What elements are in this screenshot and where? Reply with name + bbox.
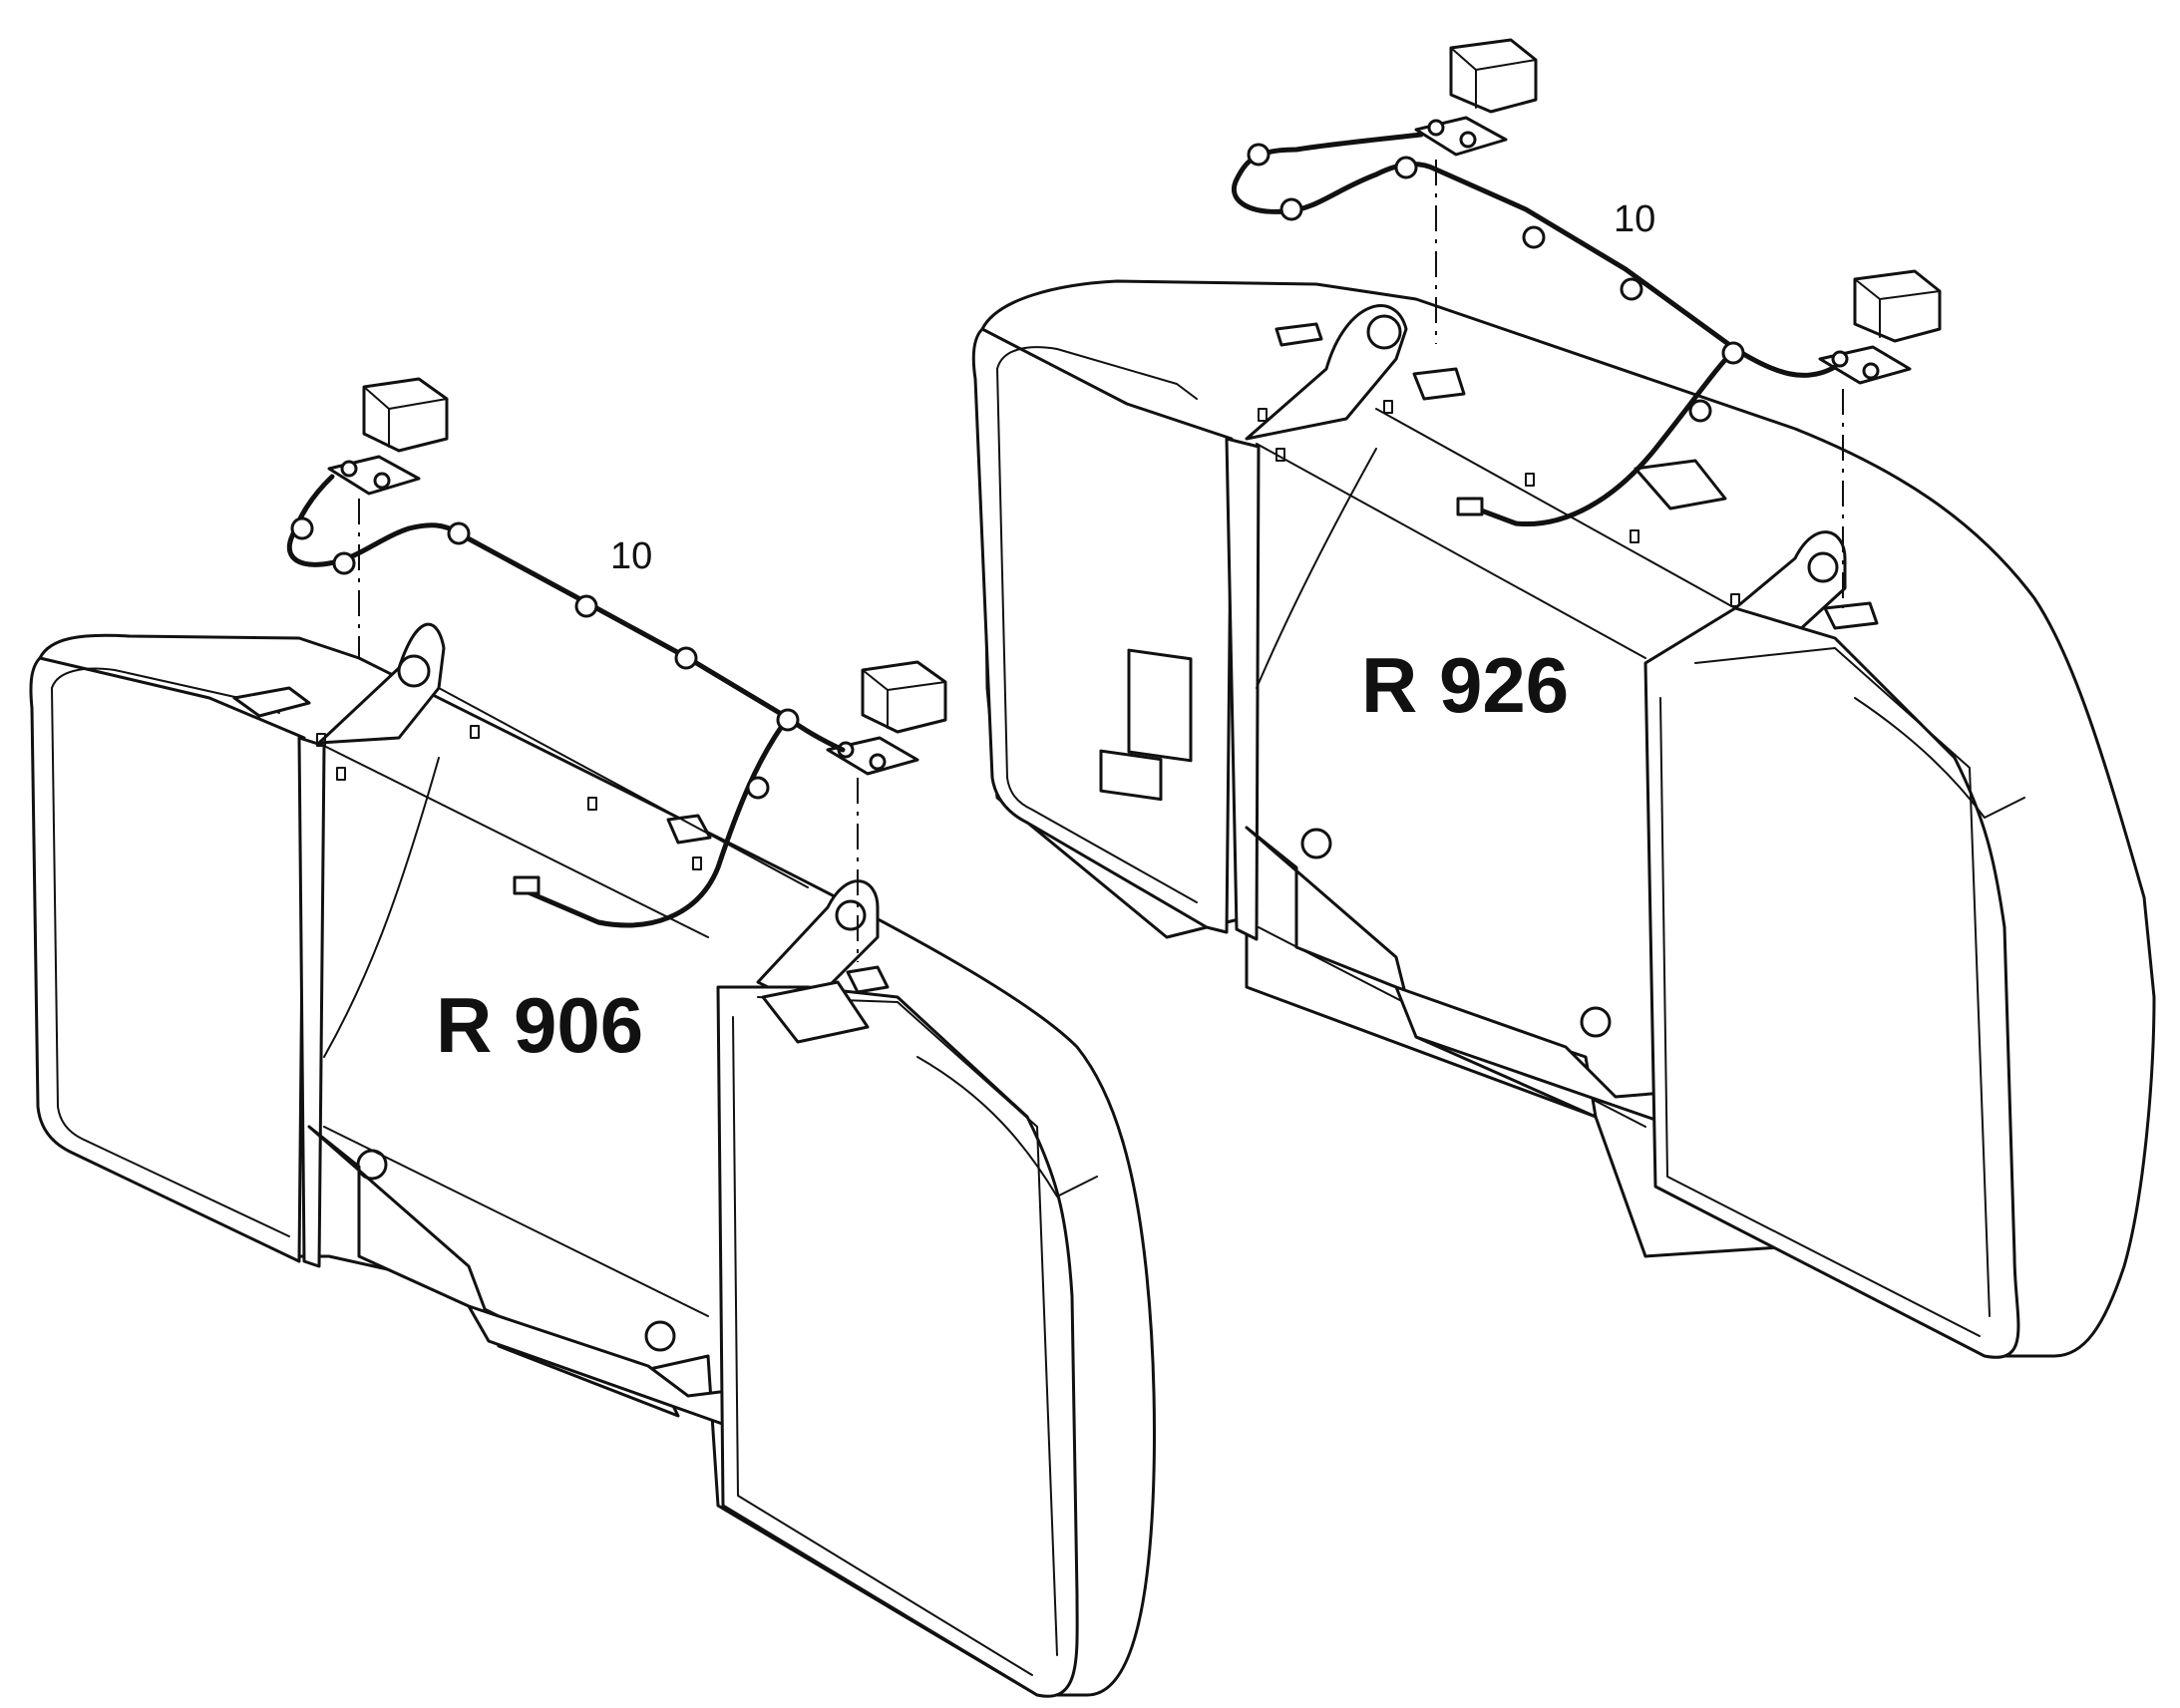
callout-number-r906: 10	[610, 535, 652, 577]
model-label-r906: R 906	[436, 981, 643, 1069]
counterweight-r906	[29, 622, 1156, 1698]
counterweight-r926	[971, 279, 2156, 1359]
callout-number-r926: 10	[1614, 198, 1655, 240]
sensor-assembly-r926	[1232, 38, 1942, 608]
sensor-assembly-r906	[286, 377, 947, 962]
model-label-r926: R 926	[1361, 641, 1569, 729]
